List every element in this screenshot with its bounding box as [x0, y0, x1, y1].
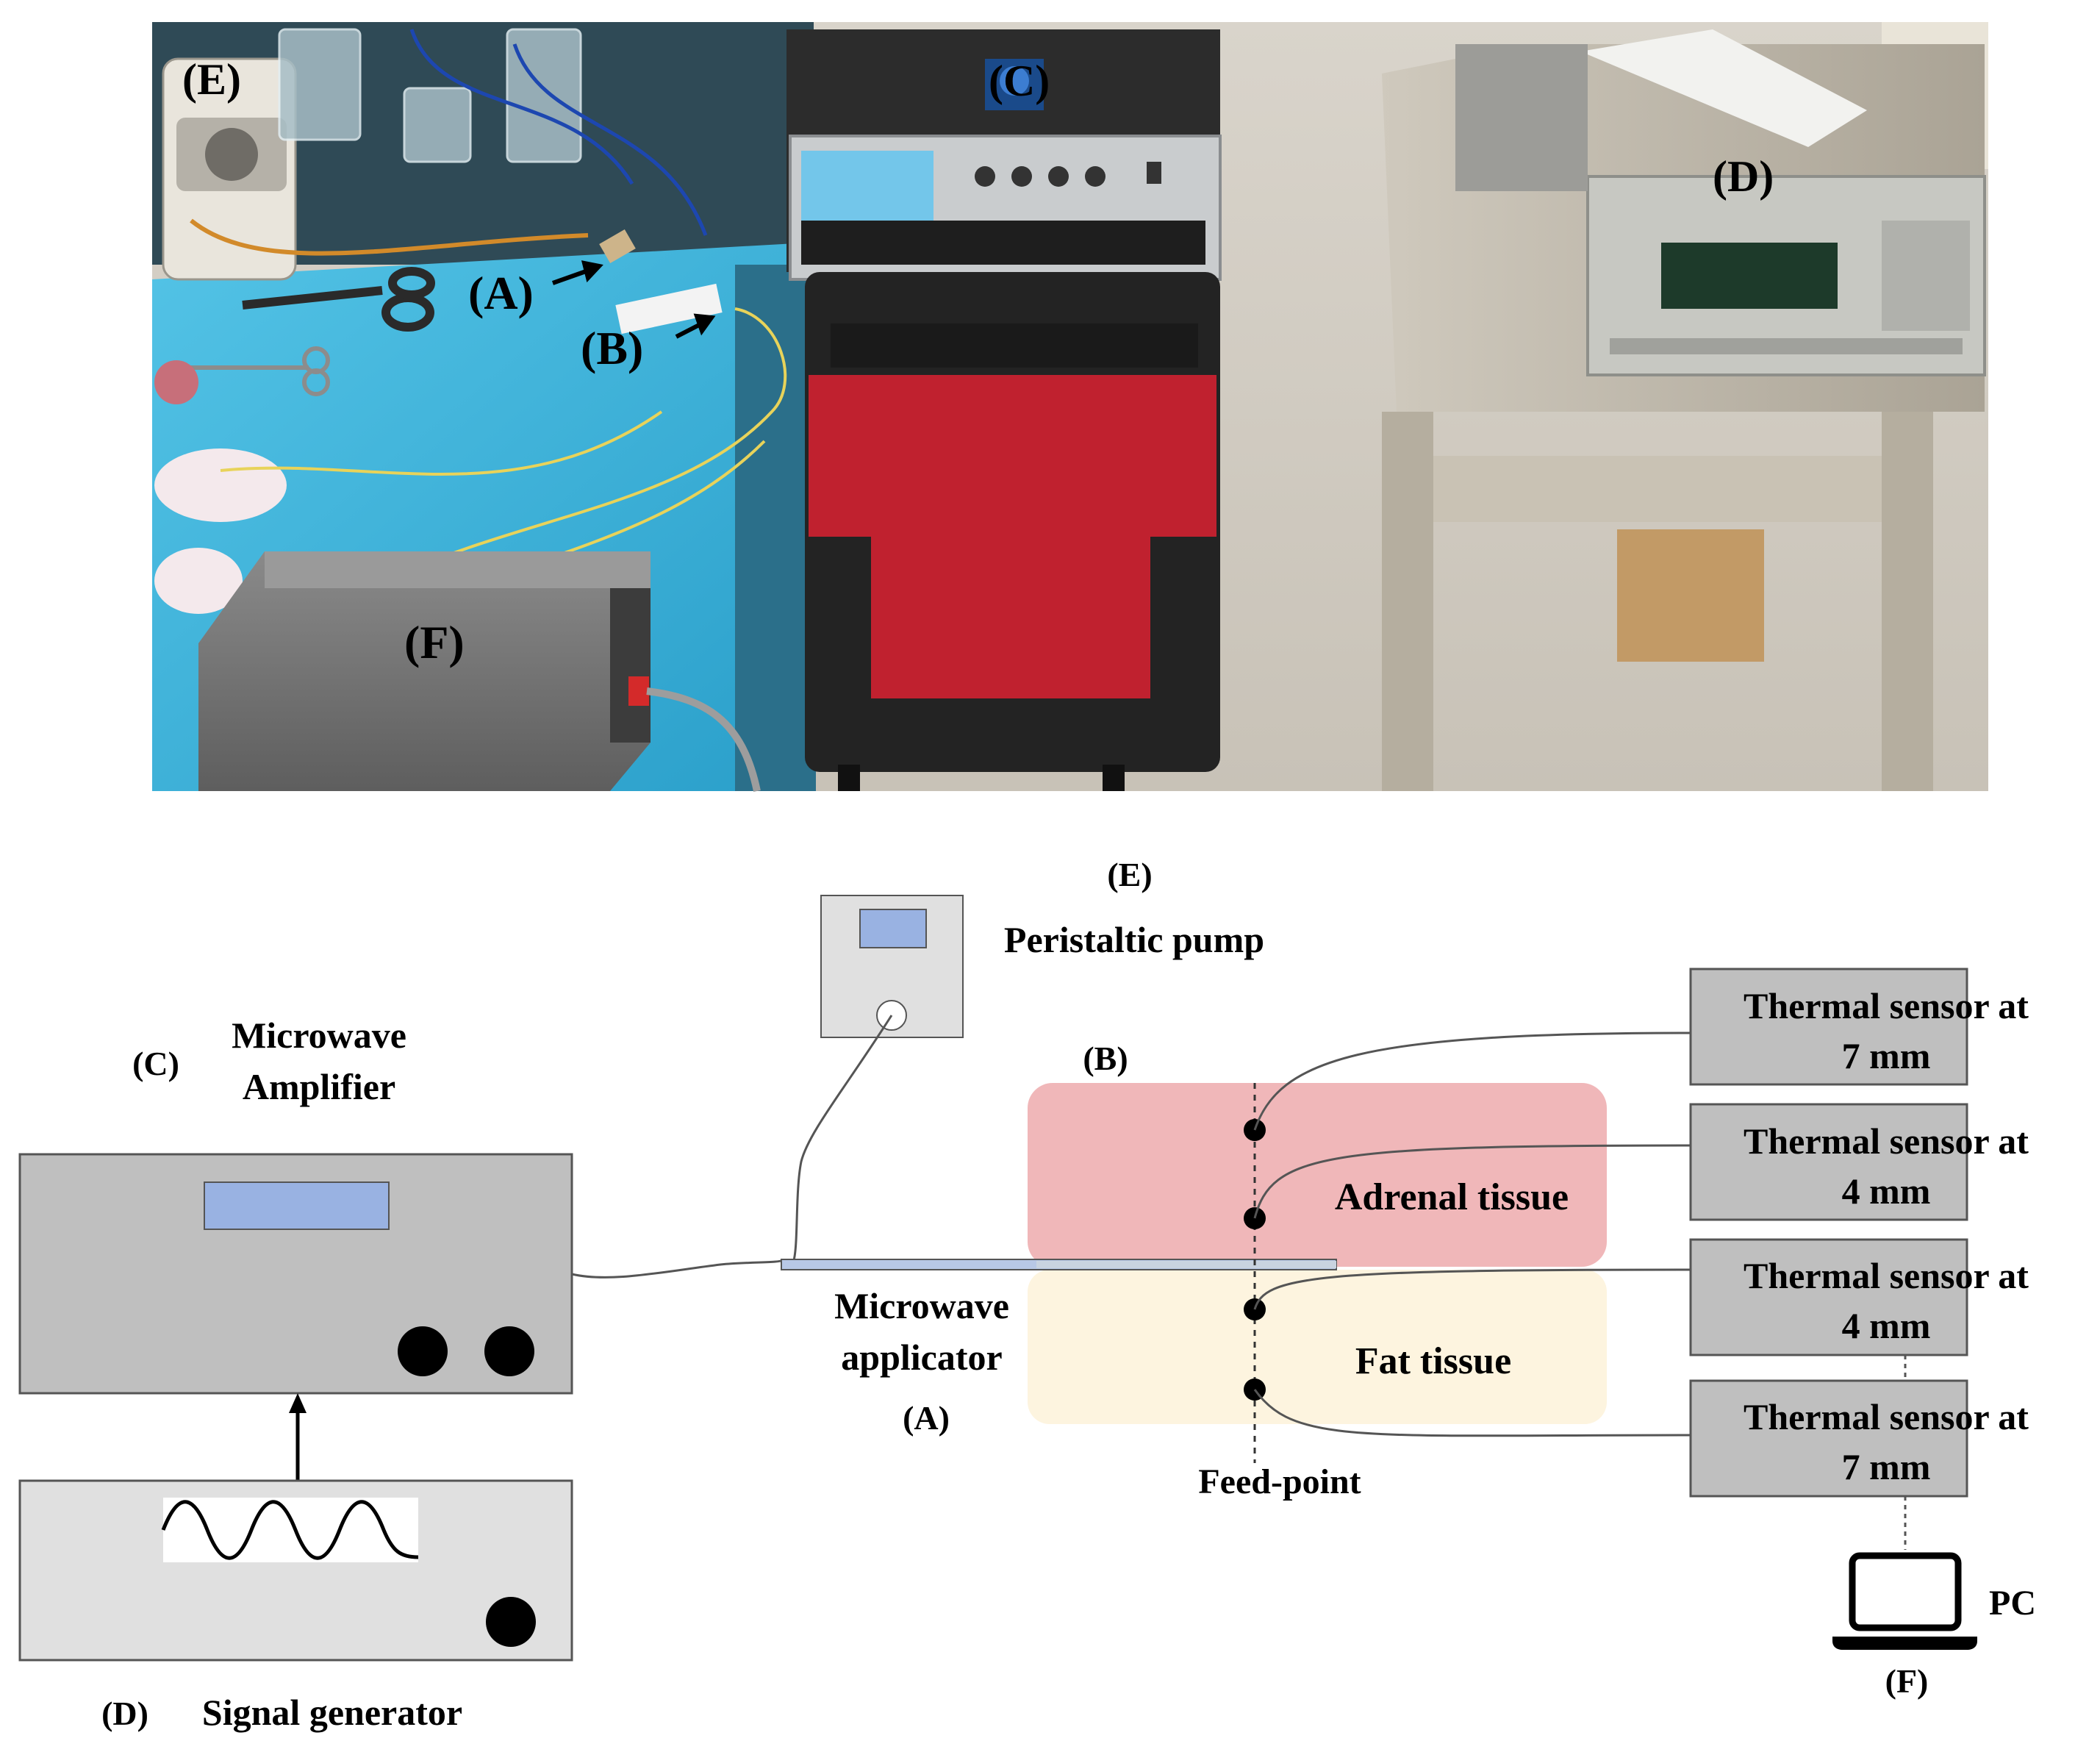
amplifier-screen: [204, 1181, 390, 1230]
amplifier-label-line1: Microwave: [232, 1015, 406, 1056]
pump-screen: [859, 909, 927, 948]
photo-label-d: (D): [1713, 152, 1774, 201]
photo-scissors: [242, 267, 435, 332]
photo-amplifier: [786, 29, 1222, 281]
photo-beakers: [278, 28, 582, 163]
pump-device: [820, 895, 964, 1038]
thermal-sensor-2: Thermal sensor at 4 mm: [1689, 1103, 2029, 1221]
thermal-sensor-3-line2: 4 mm: [1842, 1305, 1931, 1346]
photo-arrows: [551, 260, 716, 339]
pump-tag: (E): [1107, 856, 1152, 893]
photo-sample: [599, 229, 723, 335]
amplifier-device: [18, 1153, 573, 1395]
applicator-tag: (A): [903, 1399, 950, 1437]
tissue-tag: (B): [1083, 1040, 1128, 1077]
thermal-sensor-1-line1: Thermal sensor at: [1744, 985, 2029, 1026]
generator-knob: [486, 1597, 536, 1647]
photo-label-a: (A): [468, 267, 534, 319]
table-edge: [735, 265, 816, 791]
fat-tissue-label: Fat tissue: [1355, 1340, 1511, 1382]
amplifier-knob-1: [398, 1326, 448, 1376]
generator-label: Signal generator: [202, 1692, 462, 1733]
waveform-window: [163, 1498, 418, 1562]
photo-signal-generator-cart: [1382, 29, 1986, 791]
amplifier-label-line2: Amplifier: [243, 1066, 395, 1107]
photo-cart: [805, 272, 1220, 791]
photo-label-b: (B): [581, 322, 643, 374]
thermal-sensor-1: Thermal sensor at 7 mm: [1689, 968, 2029, 1086]
pump-tube: [792, 1015, 893, 1261]
thermal-sensor-2-line1: Thermal sensor at: [1744, 1120, 2029, 1162]
setup-photo: (E) (C) (D) (A) (B) (F): [152, 22, 1988, 793]
photo-label-f: (F): [404, 616, 465, 668]
signal-generator-device: [18, 1479, 573, 1662]
amplifier-knob-2: [484, 1326, 534, 1376]
pc-label: PC: [1989, 1584, 2036, 1623]
thermal-sensor-2-line2: 4 mm: [1842, 1170, 1931, 1212]
sensor-wires: [1253, 1031, 1691, 1437]
fat-tissue-region: [1028, 1270, 1607, 1424]
photo-orange-tube: [190, 218, 589, 256]
adrenal-tissue-region: [1028, 1083, 1607, 1267]
photo-label-c: (C): [989, 57, 1050, 105]
photo-gauze: [154, 360, 287, 614]
amplifier-tag: (C): [132, 1045, 179, 1082]
feed-point-label: Feed-point: [1198, 1462, 1361, 1501]
applicator-tip: [1036, 1261, 1336, 1268]
thermal-sensor-4: Thermal sensor at 7 mm: [1689, 1379, 2029, 1498]
thermal-sensor-4-line2: 7 mm: [1842, 1446, 1931, 1487]
thermal-sensor-3: Thermal sensor at 4 mm: [1689, 1238, 2029, 1356]
pump-label: Peristaltic pump: [1004, 919, 1264, 960]
applicator-label-line1: Microwave: [834, 1285, 1009, 1326]
photo-thermal-box: [198, 551, 761, 793]
photo-tubes: [409, 29, 708, 236]
signal-arrow: [289, 1393, 307, 1481]
photo-label-e: (E): [182, 55, 241, 104]
sine-wave-icon: [161, 1500, 419, 1560]
adrenal-tissue-label: Adrenal tissue: [1335, 1176, 1569, 1218]
laptop-icon: [1832, 1552, 1977, 1650]
amplifier-cable: [571, 1259, 784, 1279]
generator-tag: (D): [101, 1695, 148, 1732]
applicator-label-line2: applicator: [841, 1337, 1002, 1378]
thermal-sensor-1-line2: 7 mm: [1842, 1035, 1931, 1076]
pc-tag: (F): [1885, 1662, 1929, 1700]
thermal-sensor-3-line1: Thermal sensor at: [1744, 1255, 2029, 1296]
thermal-sensor-4-line1: Thermal sensor at: [1744, 1396, 2029, 1437]
photo-forceps: [176, 346, 330, 396]
